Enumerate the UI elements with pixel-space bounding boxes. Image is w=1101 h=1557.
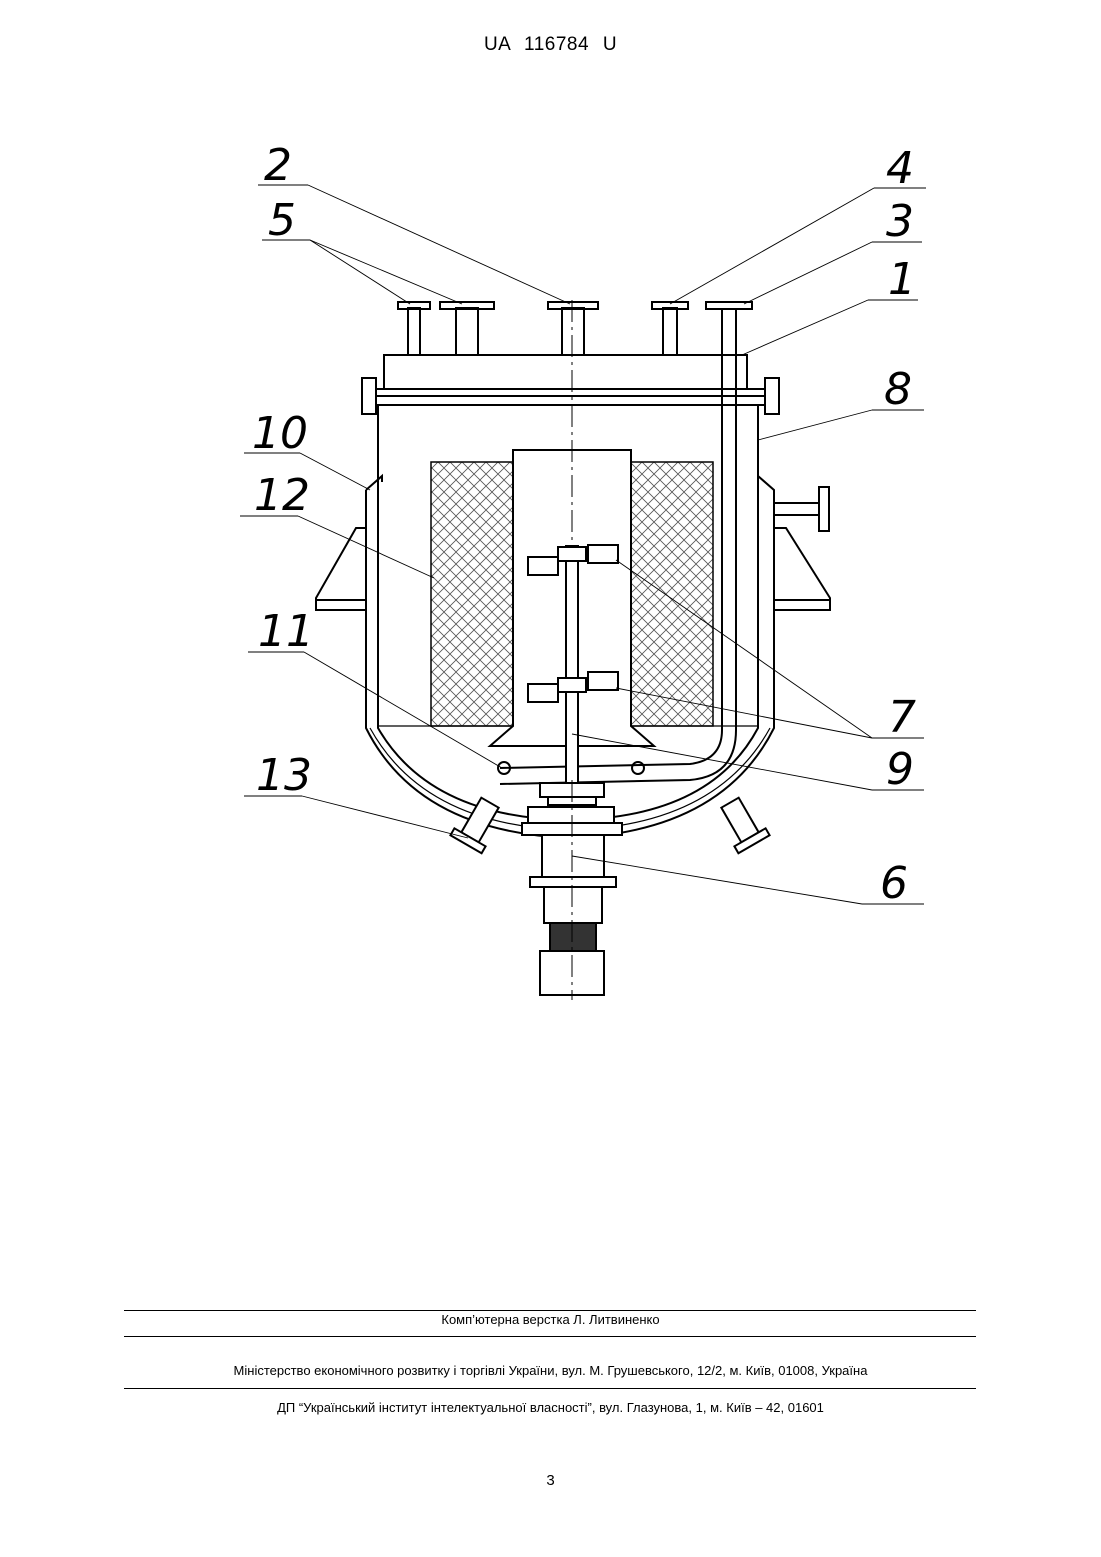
callout-3: 3 xyxy=(886,196,914,247)
callout-9: 9 xyxy=(886,744,914,795)
callout-8: 8 xyxy=(884,364,912,415)
drive-assembly xyxy=(522,780,622,1000)
institute-address: ДП “Український інститут інтелектуальної… xyxy=(0,1400,1101,1415)
page-number: 3 xyxy=(0,1472,1101,1489)
callout-1: 1 xyxy=(888,254,916,305)
callout-2: 2 xyxy=(264,140,292,191)
top-nozzles xyxy=(398,302,752,355)
callout-7: 7 xyxy=(888,692,916,743)
callout-4: 4 xyxy=(886,143,914,194)
footer-rule-top xyxy=(124,1310,976,1311)
layout-credit: Комп’ютерна верстка Л. Литвиненко xyxy=(0,1312,1101,1327)
callout-12: 12 xyxy=(254,470,310,521)
footer-rule-middle xyxy=(124,1336,976,1337)
ministry-address: Міністерство економічного розвитку і тор… xyxy=(0,1363,1101,1378)
footer-rule-bottom xyxy=(124,1388,976,1389)
callout-10: 10 xyxy=(252,408,308,459)
callout-6: 6 xyxy=(880,858,908,909)
callout-11: 11 xyxy=(258,606,314,657)
callout-5: 5 xyxy=(268,195,296,246)
callout-13: 13 xyxy=(256,750,312,801)
